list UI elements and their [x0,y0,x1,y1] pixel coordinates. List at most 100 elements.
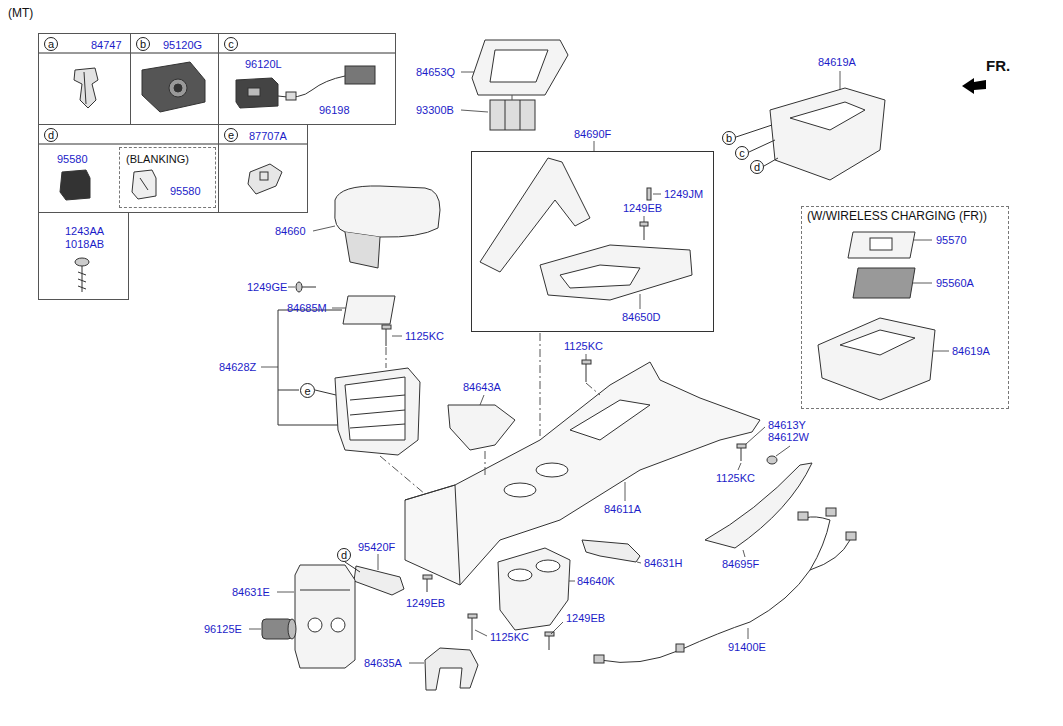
part-number: 91400E [728,641,766,654]
switch-part [490,100,535,130]
page-title: (MT) [8,7,33,20]
screw-icon [472,618,473,640]
clip-icon [260,172,268,180]
direction-note: FR. [986,57,1010,74]
screw-icon [78,279,86,282]
part-number: 84619A [952,345,990,358]
callout-letter: a [48,38,54,50]
tray-part [770,88,885,180]
leader-line [913,283,932,284]
leader-line [378,554,379,570]
bin-part [350,395,405,400]
wiring-part [805,517,830,520]
screw-icon [737,444,746,448]
part-number: 84643A [463,381,501,394]
part-number: 84631E [232,586,270,599]
circle-leader [749,140,775,152]
parts-table-cell: 1243AA 1018AB [38,212,129,300]
bin-part [335,368,420,455]
trim-part [480,158,692,300]
panel-part [308,618,322,632]
circle-leader [764,158,778,166]
bracket-part [425,540,640,690]
switch-icon [236,78,278,108]
callout-circle: e [224,128,238,142]
part-number: 95580 [57,153,88,166]
leader-line [594,141,595,151]
bracket-part [354,566,404,595]
assembly-line [586,383,600,395]
armrest-part [335,186,440,237]
part-number: 1249JM [664,188,703,201]
assembly-group-box: 84690F [471,151,714,332]
part-number: 84635A [364,657,402,670]
switch-icon [236,78,278,108]
parts-table-cell: 95120Gb [130,33,219,125]
screw-icon [427,579,428,592]
cover-part [448,405,515,450]
leader-line [332,308,346,309]
assembly-line [380,456,425,494]
parts-table-cell: 96120L96198c [218,33,396,125]
table-rule [38,144,308,145]
leader-line [480,395,484,405]
part-number: 84619A [818,56,856,69]
circle-leader [736,125,772,137]
tray-part [818,318,935,400]
callout-letter: e [304,385,310,397]
wiring-part [826,508,836,516]
callout-letter: d [48,129,54,141]
wire-icon [345,66,375,84]
wiring-part [846,532,856,540]
leader-line [461,110,488,112]
bin-part [335,368,420,455]
armrest-part [345,232,380,268]
part-number: 1243AA 1018AB [65,225,104,251]
leader-line [625,482,626,501]
part-number: 1249EB [406,597,445,610]
leader-line [738,463,741,470]
part-number: 84640K [577,575,615,588]
socket-icon [142,62,205,112]
parts-table-cell: 87707A e [218,124,308,213]
leader-line [249,71,949,663]
part-number: 95580 [170,185,201,198]
screw-icon [382,325,391,329]
console-part [405,362,760,585]
callout-letter: d [754,161,760,173]
callout-circle: c [224,37,238,51]
screw-icon [582,360,591,382]
bracket-rule [278,390,299,391]
wiring-part [600,520,830,662]
part-number: 96125E [204,623,242,636]
switch-part [490,100,535,130]
panel-part [295,565,355,668]
console-part [536,463,568,477]
bracket-part [582,540,640,562]
bezel-part [472,40,568,95]
callout-circle: d [337,548,351,562]
console-part [405,485,460,585]
clip-icon [248,164,282,194]
assembly-line [485,451,486,478]
leader-line [392,336,402,337]
leader-line [586,354,587,360]
part-number: 1125KC [490,631,529,644]
trim-part [540,245,692,300]
part-number: 84631H [644,557,683,570]
leader-line [461,72,474,73]
leader-line [551,622,563,634]
part-number: 95560A [936,277,974,290]
leader-line [569,581,575,582]
trim-part [705,463,812,548]
cupholder-part [536,560,560,572]
switch-icon [248,88,260,96]
socket-icon [174,84,182,92]
screw-icon [296,282,316,292]
part-number: (W/WIRELESS CHARGING (FR)) [807,210,987,223]
leader-line [840,71,841,90]
pad-part [343,296,395,324]
part-number: 87707A [249,130,287,143]
leader-line [249,629,261,630]
